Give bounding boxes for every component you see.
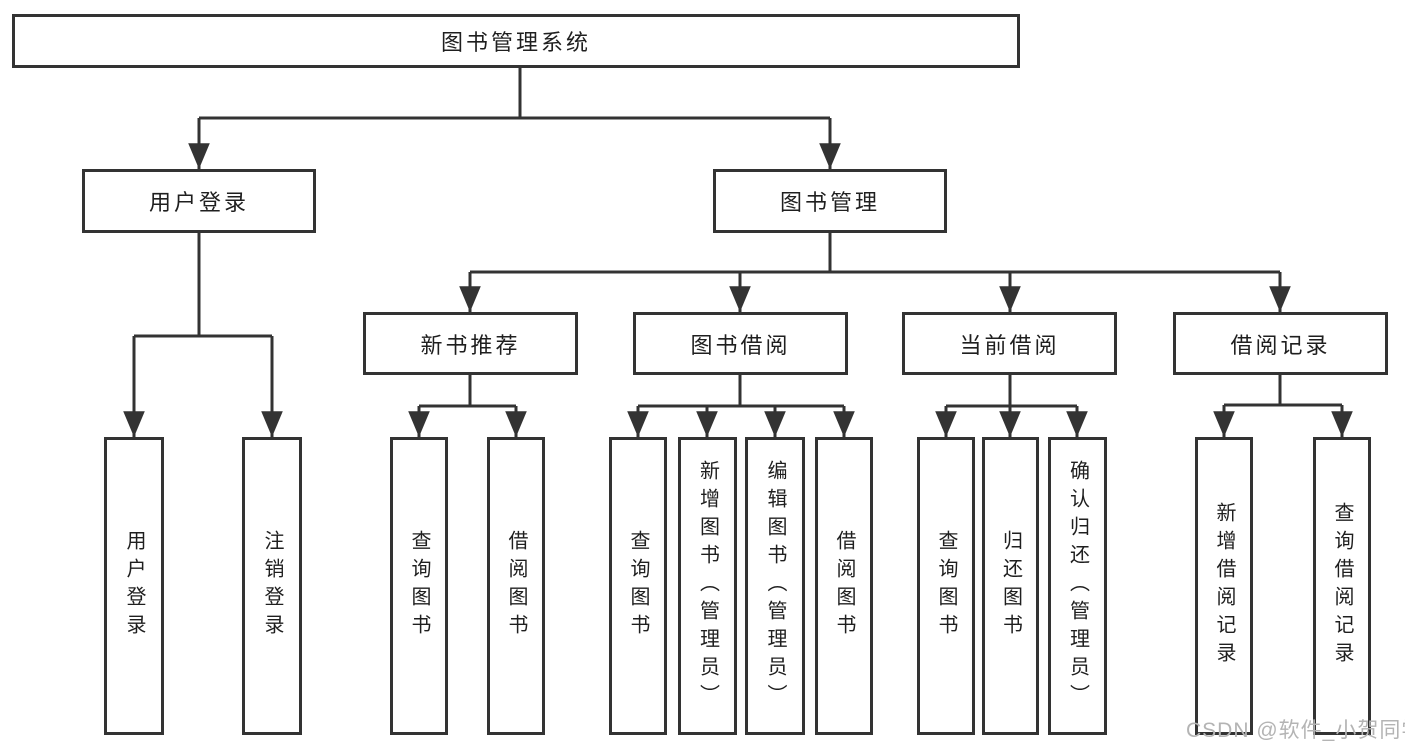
node-label: 借阅图书 <box>833 530 855 642</box>
node-label: 查询图书 <box>935 530 957 642</box>
leaf-query-books-borrowing: 查询图书 <box>609 437 667 735</box>
node-label: 用户登录 <box>148 190 249 215</box>
leaf-confirm-return-admin: 确认归还（管理员） <box>1048 437 1107 735</box>
leaf-query-borrow-record: 查询借阅记录 <box>1313 437 1371 735</box>
node-label: 查询借阅记录 <box>1331 502 1353 670</box>
leaf-query-books-recommend: 查询图书 <box>390 437 448 735</box>
node-label: 编辑图书（管理员） <box>764 460 786 712</box>
leaf-borrow-books-borrowing: 借阅图书 <box>815 437 873 735</box>
leaf-add-borrow-record: 新增借阅记录 <box>1195 437 1253 735</box>
leaf-query-books-current: 查询图书 <box>917 437 975 735</box>
leaf-edit-books-admin: 编辑图书（管理员） <box>745 437 805 735</box>
node-current-borrowing: 当前借阅 <box>902 312 1117 375</box>
node-label: 图书管理 <box>779 190 880 215</box>
node-label: 图书管理系统 <box>440 30 591 55</box>
leaf-logout: 注销登录 <box>242 437 302 735</box>
node-label: 当前借阅 <box>959 332 1060 358</box>
node-borrowing-records: 借阅记录 <box>1173 312 1388 375</box>
node-label: 归还图书 <box>999 530 1022 642</box>
leaf-borrow-books-recommend: 借阅图书 <box>487 437 545 735</box>
node-label: 新书推荐 <box>420 332 521 358</box>
watermark-text: CSDN @软件_小贺同学 <box>1186 719 1405 742</box>
node-label: 注销登录 <box>261 530 283 642</box>
node-user-login: 用户登录 <box>82 169 316 233</box>
node-label: 借阅记录 <box>1230 332 1331 358</box>
node-label: 查询图书 <box>627 530 649 642</box>
node-label: 用户登录 <box>123 530 145 642</box>
node-label: 确认归还（管理员） <box>1066 460 1089 712</box>
node-label: 新增借阅记录 <box>1213 502 1235 670</box>
leaf-return-books: 归还图书 <box>982 437 1039 735</box>
leaf-user-login: 用户登录 <box>104 437 164 735</box>
node-book-management: 图书管理 <box>713 169 947 233</box>
node-book-borrowing: 图书借阅 <box>633 312 848 375</box>
node-label: 新增图书（管理员） <box>696 460 719 712</box>
node-label: 查询图书 <box>408 530 430 642</box>
node-library-management-system: 图书管理系统 <box>12 14 1020 68</box>
leaf-add-books-admin: 新增图书（管理员） <box>678 437 737 735</box>
node-label: 借阅图书 <box>505 530 527 642</box>
node-new-book-recommendation: 新书推荐 <box>363 312 578 375</box>
node-label: 图书借阅 <box>690 332 791 358</box>
